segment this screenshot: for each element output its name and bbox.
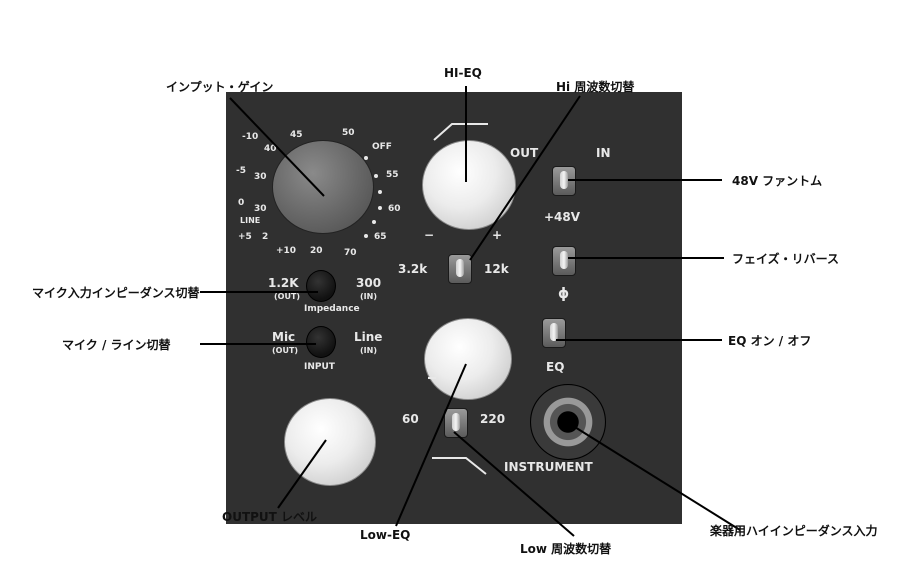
gain-scale-m5: -5: [236, 166, 246, 176]
instrument-label: INSTRUMENT: [504, 460, 593, 474]
callout-mic-line: マイク / ライン切替: [62, 338, 171, 352]
gain-scale-65: 65: [374, 232, 387, 242]
hi-minus: −: [424, 228, 435, 242]
imp-low-sub: (OUT): [274, 292, 301, 301]
gain-scale-55: 55: [386, 170, 399, 180]
gain-scale-30b: 30: [254, 204, 267, 214]
mic-line-switch[interactable]: [306, 326, 336, 358]
callout-low-freq-switch: Low 周波数切替: [520, 542, 612, 556]
callout-phantom-48v: 48V ファントム: [732, 174, 823, 188]
hi-plus: +: [492, 228, 503, 242]
gain-scale-m10: -10: [242, 132, 259, 142]
mic-label: Mic: [272, 330, 296, 344]
gain-scale-off: OFF: [372, 142, 392, 152]
gain-scale-60: 60: [388, 204, 401, 214]
gain-scale-0: 0: [238, 198, 245, 208]
imp-high-sub: (IN): [360, 292, 377, 301]
plus48v-label: +48V: [544, 210, 581, 224]
eq-label: EQ: [546, 360, 565, 374]
line-sub: (IN): [360, 346, 377, 355]
callout-phase-reverse: フェイズ・リバース: [732, 252, 840, 266]
instrument-jack[interactable]: [530, 384, 606, 460]
gain-scale-50: 50: [342, 128, 355, 138]
gain-scale-45: 45: [290, 130, 303, 140]
hi-freq-high: 12k: [484, 262, 509, 276]
impedance-label: Impedance: [304, 304, 360, 314]
gain-scale-70: 70: [344, 248, 357, 258]
input-label: INPUT: [304, 362, 335, 372]
gain-scale-20: 20: [310, 246, 323, 256]
in-label: IN: [596, 146, 611, 160]
callout-low-eq: Low-EQ: [360, 528, 411, 542]
callout-instrument-hiz: 楽器用ハイインピーダンス入力: [710, 524, 878, 538]
hi-freq-toggle[interactable]: [448, 254, 472, 284]
output-level-knob[interactable]: [284, 398, 376, 486]
gain-scale-p5: +5: [238, 232, 252, 242]
gain-scale-line: LINE: [240, 216, 261, 225]
callout-input-gain: インプット・ゲイン: [166, 80, 274, 94]
callout-output-level: OUTPUT レベル: [222, 510, 318, 524]
callout-hi-eq: HI-EQ: [444, 66, 482, 80]
callout-hi-freq-switch: Hi 周波数切替: [556, 80, 635, 94]
low-freq-low: 60: [402, 412, 419, 426]
impedance-switch[interactable]: [306, 270, 336, 302]
gain-scale-2: 2: [262, 232, 269, 242]
out-label: OUT: [510, 146, 539, 160]
imp-high-label: 300: [356, 276, 382, 290]
mic-sub: (OUT): [272, 346, 299, 355]
phase-toggle[interactable]: [552, 246, 576, 276]
gain-scale-30a: 30: [254, 172, 267, 182]
low-eq-knob[interactable]: [424, 318, 512, 400]
callout-mic-impedance: マイク入力インピーダンス切替: [32, 286, 200, 300]
input-gain-knob[interactable]: [272, 140, 374, 234]
line-label: Line: [354, 330, 383, 344]
gain-scale-40a: 40: [264, 144, 277, 154]
phase-symbol: ϕ: [558, 286, 570, 302]
hi-freq-low: 3.2k: [398, 262, 428, 276]
low-freq-high: 220: [480, 412, 506, 426]
gain-scale-p10: +10: [276, 246, 297, 256]
imp-low-label: 1.2K: [268, 276, 299, 290]
eq-toggle[interactable]: [542, 318, 566, 348]
callout-eq-on-off: EQ オン / オフ: [728, 334, 812, 348]
